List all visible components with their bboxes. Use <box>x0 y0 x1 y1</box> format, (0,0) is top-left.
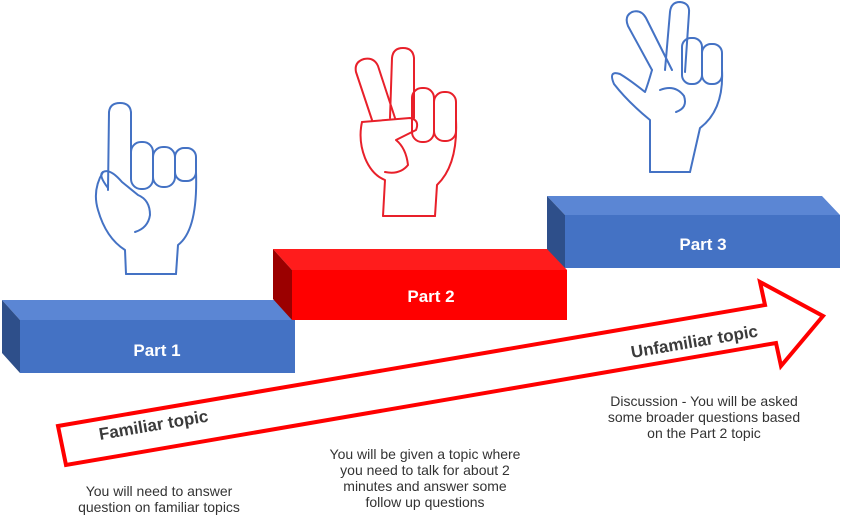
part1-label: Part 1 <box>133 341 180 360</box>
part2-step: Part 2 <box>273 249 567 320</box>
part1-step-side <box>2 300 20 373</box>
one-finger-hand-icon <box>94 102 198 275</box>
part2-step-side <box>273 249 292 320</box>
part1-description-line: question on familiar topics <box>78 499 240 515</box>
part2-step-top <box>273 249 567 270</box>
part1-step-front <box>20 320 295 373</box>
part3-description: Discussion - You will be asked some broa… <box>582 393 826 441</box>
part1-description-line: You will need to answer <box>85 483 233 499</box>
progression-arrow: Familiar topic Unfamiliar topic <box>55 278 827 468</box>
part2-description: You will be given a topic where you need… <box>305 446 545 510</box>
part3-step-front <box>565 215 840 268</box>
part2-description-line: You will be given a topic where <box>329 446 521 462</box>
part2-step-front <box>292 270 567 320</box>
part2-description-line: follow up questions <box>365 494 485 510</box>
part3-description-line: on the Part 2 topic <box>647 425 761 441</box>
part3-description-line: some broader questions based <box>607 409 801 425</box>
part1-step: Part 1 <box>2 300 295 373</box>
part1-step-top <box>2 300 295 320</box>
three-finger-ok-hand-icon <box>611 1 724 173</box>
part3-step: Part 3 <box>547 196 840 268</box>
part3-label: Part 3 <box>679 235 726 254</box>
part2-description-line: minutes and answer some <box>343 478 507 494</box>
part2-label: Part 2 <box>407 287 454 306</box>
part1-description: You will need to answer question on fami… <box>44 483 274 515</box>
part3-description-line: Discussion - You will be asked <box>610 393 798 409</box>
arrow-outline <box>55 278 827 468</box>
part3-step-side <box>547 196 565 268</box>
two-finger-peace-hand-icon <box>354 47 458 217</box>
part3-step-top <box>547 196 840 215</box>
part2-description-line: you need to talk for about 2 <box>340 462 510 478</box>
